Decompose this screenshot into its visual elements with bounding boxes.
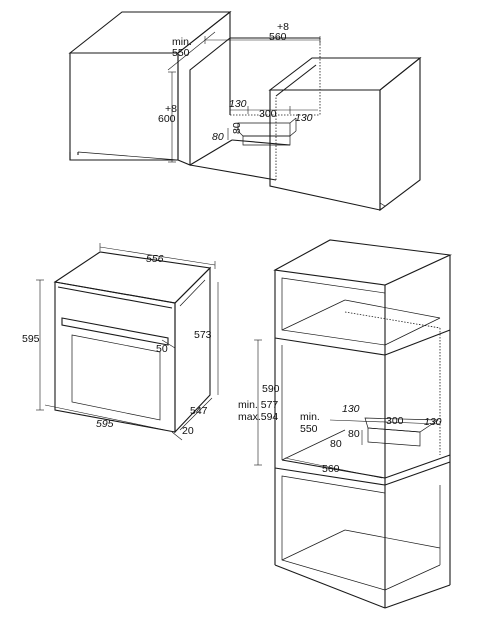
top-labels: +8 560 min. 550 +8 600 130 300 130 80 80 <box>158 21 313 143</box>
top-vent-depth-label: 80 <box>212 131 224 143</box>
top-width-label: 560 <box>269 31 287 43</box>
tall-vent-height-label: 80 <box>330 438 342 450</box>
top-height-plus-label: +8 <box>165 103 177 115</box>
oven-labels: 556 595 573 595 547 50 20 <box>22 253 212 437</box>
top-cabinet-drawing <box>68 10 422 212</box>
oven-body-depth-label: 547 <box>190 405 208 417</box>
oven-height-label: 595 <box>22 333 40 345</box>
oven-drawing <box>36 243 219 441</box>
tall-height-min-label: min. 577 <box>238 399 278 411</box>
top-vent-left-label: 130 <box>229 98 247 110</box>
tall-vent-mid-label: 300 <box>386 415 404 427</box>
tall-vent-left-label: 130 <box>342 403 360 415</box>
tall-cabinet-drawing <box>254 239 452 609</box>
top-depth-label: 550 <box>172 47 190 59</box>
top-vent-mid-label: 300 <box>259 108 277 120</box>
oven-handle-label: 50 <box>156 343 168 355</box>
tall-depth-label: 550 <box>300 423 318 435</box>
tall-height-max-label: max.594 <box>238 411 278 423</box>
top-vent-right-label: 130 <box>295 112 313 124</box>
oven-front-width-label: 595 <box>96 418 114 430</box>
top-depth-min-label: min. <box>172 36 192 48</box>
oven-panel-label: 20 <box>182 425 194 437</box>
top-width-plus-label: +8 <box>277 21 289 33</box>
top-vent-height-label: 80 <box>231 122 243 134</box>
oven-depth-label: 556 <box>146 253 164 265</box>
oven-body-height-label: 573 <box>194 329 212 341</box>
tall-height-label: 590 <box>262 383 280 395</box>
tall-depth-min-label: min. <box>300 411 320 423</box>
tall-vent-right-label: 130 <box>424 416 442 428</box>
tall-width-label: 560 <box>322 463 340 475</box>
tall-vent-depth-label: 80 <box>348 428 360 440</box>
tall-cabinet-labels: 590 min. 577 max.594 min. 550 130 300 13… <box>238 383 442 475</box>
top-height-label: 600 <box>158 113 176 125</box>
